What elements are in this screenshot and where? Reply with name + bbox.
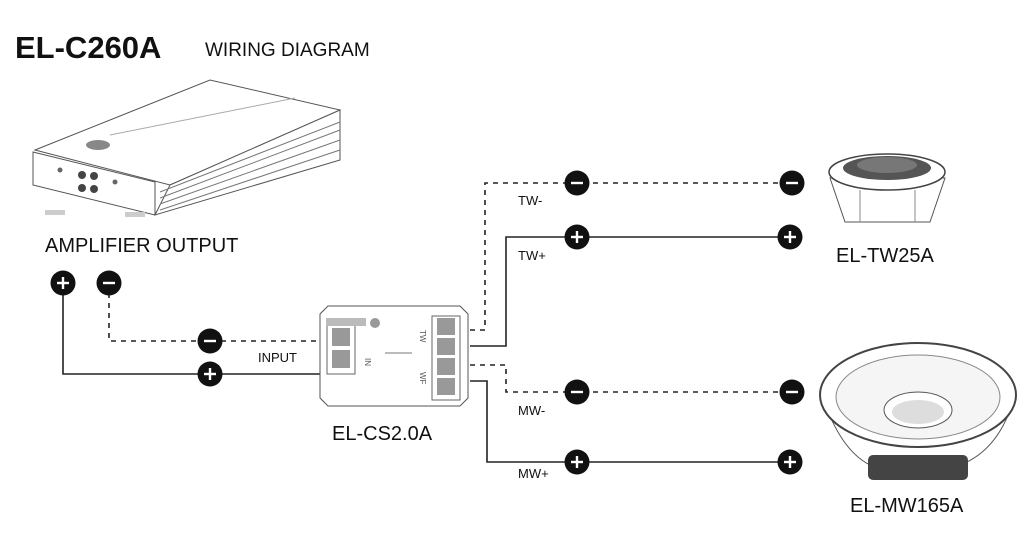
tweeter-label: EL-TW25A — [836, 245, 934, 267]
mw-negative-label: MW- — [518, 403, 545, 418]
input-positive-terminal-icon — [196, 360, 224, 388]
crossover-wf-marking: WF — [418, 372, 427, 385]
diagram-subtitle: WIRING DIAGRAM — [205, 40, 370, 61]
amp-positive-terminal-icon — [49, 269, 77, 297]
tweeter-positive-terminal-icon — [776, 223, 804, 251]
woofer-label: EL-MW165A — [850, 495, 964, 517]
tw-positive-label: TW+ — [518, 248, 546, 263]
amp-negative-terminal-icon — [95, 269, 123, 297]
mw-negative-terminal-icon — [563, 378, 591, 406]
crossover-illustration: IN TW WF — [319, 305, 469, 407]
mw-positive-wire — [470, 380, 790, 463]
mw-positive-terminal-icon — [563, 448, 591, 476]
diagram-title: EL-C260A — [15, 30, 161, 65]
crossover-in-marking: IN — [363, 358, 372, 366]
mw-positive-label: MW+ — [518, 466, 549, 481]
mw-negative-wire — [470, 364, 792, 393]
woofer-illustration — [819, 342, 1017, 480]
woofer-negative-terminal-icon — [778, 378, 806, 406]
amplifier-illustration — [32, 79, 342, 217]
crossover-label: EL-CS2.0A — [332, 423, 433, 445]
input-negative-terminal-icon — [196, 327, 224, 355]
tw-negative-terminal-icon — [563, 169, 591, 197]
input-label: INPUT — [258, 350, 297, 365]
input-positive-wire — [62, 283, 320, 375]
tweeter-negative-terminal-icon — [778, 169, 806, 197]
tweeter-illustration — [828, 153, 946, 223]
woofer-positive-terminal-icon — [776, 448, 804, 476]
tw-positive-wire — [470, 236, 790, 347]
crossover-tw-marking: TW — [418, 330, 427, 343]
tw-negative-label: TW- — [518, 193, 542, 208]
amplifier-output-label: AMPLIFIER OUTPUT — [45, 235, 238, 257]
tw-positive-terminal-icon — [563, 223, 591, 251]
